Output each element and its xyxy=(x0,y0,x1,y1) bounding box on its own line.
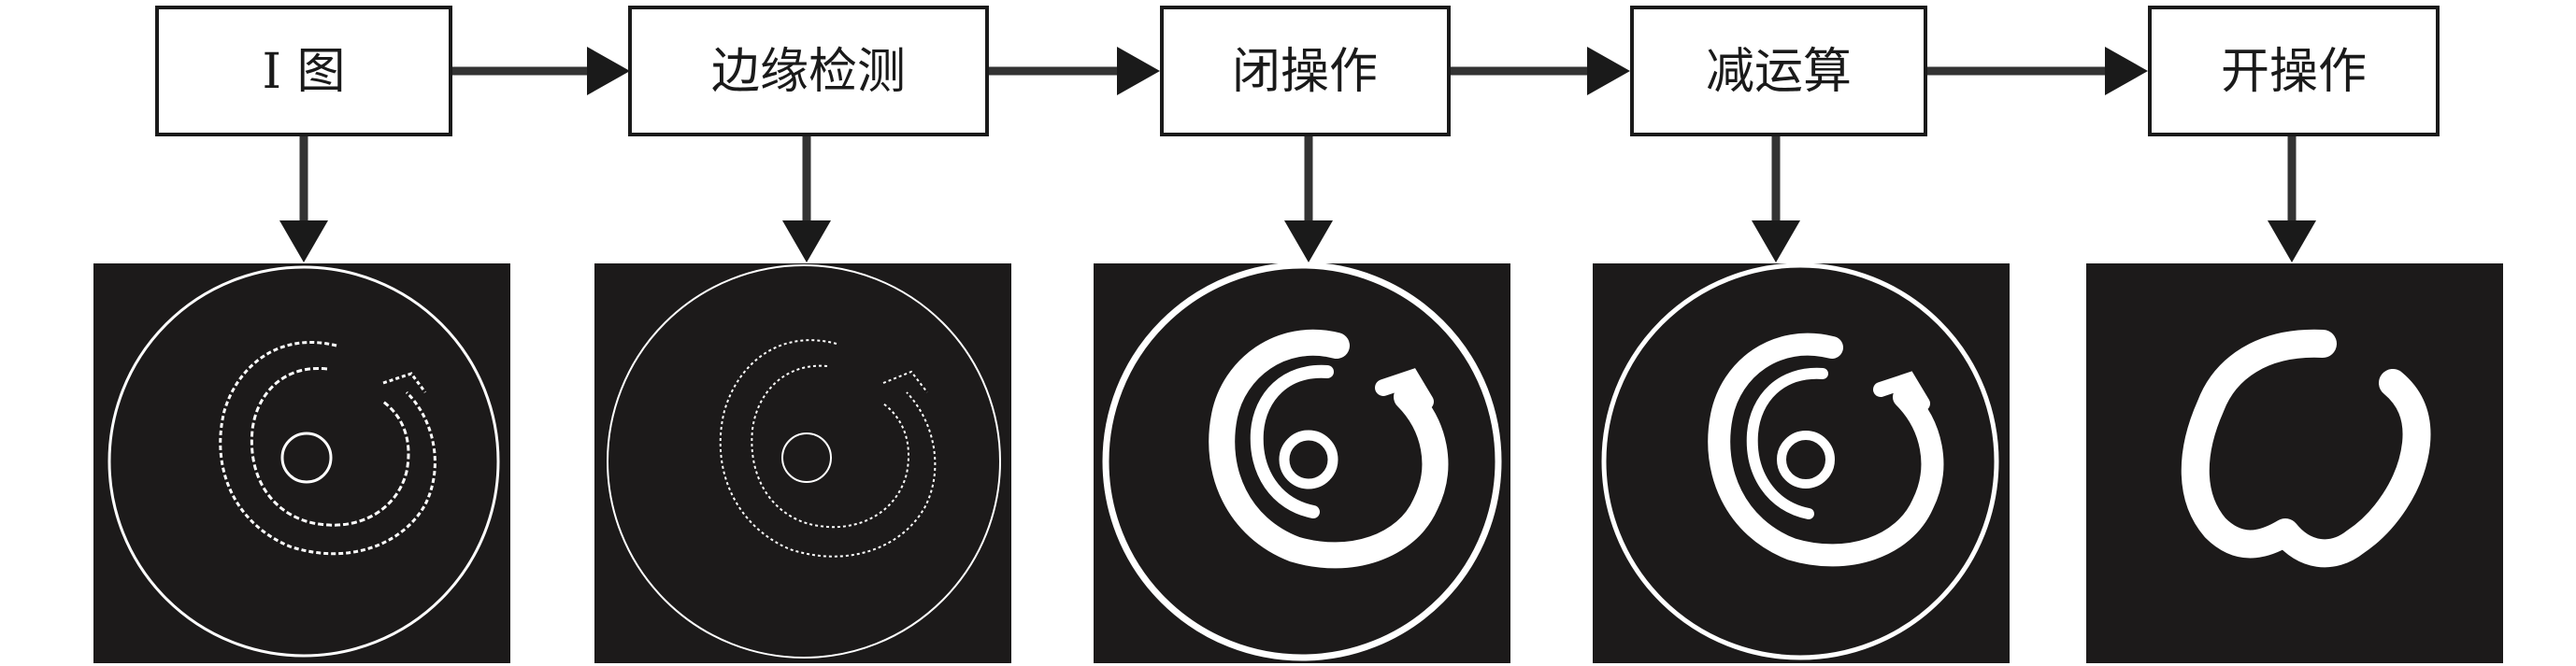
arrowhead-1-2 xyxy=(587,47,630,95)
horizontal-connectors xyxy=(452,47,2148,95)
c-shape-inner-band-3 xyxy=(1250,364,1334,518)
step-box-5: 开操作 xyxy=(2148,6,2440,136)
step-label-1: I 图 xyxy=(262,44,345,100)
step-box-frame-1 xyxy=(155,6,452,136)
step-box-2: 边缘检测 xyxy=(628,6,989,136)
panel-edge-detection xyxy=(594,263,1011,663)
step-box-frame-4 xyxy=(1630,6,1927,136)
panel-subtraction xyxy=(1593,262,2010,663)
center-ring-3 xyxy=(1279,430,1338,489)
center-ring-2 xyxy=(781,432,832,483)
center-ring-4 xyxy=(1777,431,1835,489)
c-shape-tail-band-4 xyxy=(1873,371,1930,411)
down-arrowhead-3 xyxy=(1284,220,1333,262)
c-shape-outer-band-4 xyxy=(1708,333,1944,567)
vertical-connectors xyxy=(279,135,2316,262)
step-box-frame-2 xyxy=(628,6,989,136)
outer-ring-2 xyxy=(607,264,1001,659)
down-arrowhead-2 xyxy=(782,220,831,262)
panel-background-5 xyxy=(2086,263,2503,663)
step-label-4: 减运算 xyxy=(1706,44,1852,100)
c-shape-tail-edge-2 xyxy=(882,370,928,393)
outer-ring-4 xyxy=(1601,262,1999,660)
outer-ring-1 xyxy=(107,265,500,658)
panel-i-image xyxy=(93,263,510,663)
step-box-frame-5 xyxy=(2148,6,2440,136)
panel-background-1 xyxy=(93,263,510,663)
step-box-1: I 图 xyxy=(155,6,452,136)
arrowhead-2-3 xyxy=(1117,47,1160,95)
center-ring-1 xyxy=(280,432,333,484)
down-arrowhead-4 xyxy=(1752,220,1800,262)
panel-background-2 xyxy=(594,263,1011,663)
c-shape-outer-edge-2 xyxy=(719,339,937,558)
arrowhead-4-5 xyxy=(2105,47,2148,95)
panel-closing xyxy=(1094,262,1510,663)
step-label-5: 开操作 xyxy=(2221,44,2367,100)
panel-background-4 xyxy=(1593,263,2010,663)
c-shape-tail-band-3 xyxy=(1375,368,1434,410)
step-box-3: 闭操作 xyxy=(1160,6,1451,136)
c-shape-tail-contour-1 xyxy=(382,372,427,393)
down-arrowhead-1 xyxy=(279,220,328,262)
c-shape-inner-contour-1 xyxy=(250,366,410,527)
arrowhead-3-4 xyxy=(1587,47,1630,95)
down-arrowhead-5 xyxy=(2268,220,2316,262)
step-box-4: 减运算 xyxy=(1630,6,1927,136)
c-shape-outer-contour-1 xyxy=(219,341,436,556)
result-band-5 xyxy=(2181,329,2431,568)
c-shape-inner-edge-2 xyxy=(751,364,910,529)
panel-opening xyxy=(2086,263,2503,663)
step-label-3: 闭操作 xyxy=(1232,44,1378,100)
c-shape-inner-band-4 xyxy=(1746,367,1828,519)
outer-ring-3 xyxy=(1102,262,1502,661)
step-box-frame-3 xyxy=(1160,6,1451,136)
c-shape-outer-band-3 xyxy=(1209,329,1449,569)
step-label-2: 边缘检测 xyxy=(711,44,906,100)
